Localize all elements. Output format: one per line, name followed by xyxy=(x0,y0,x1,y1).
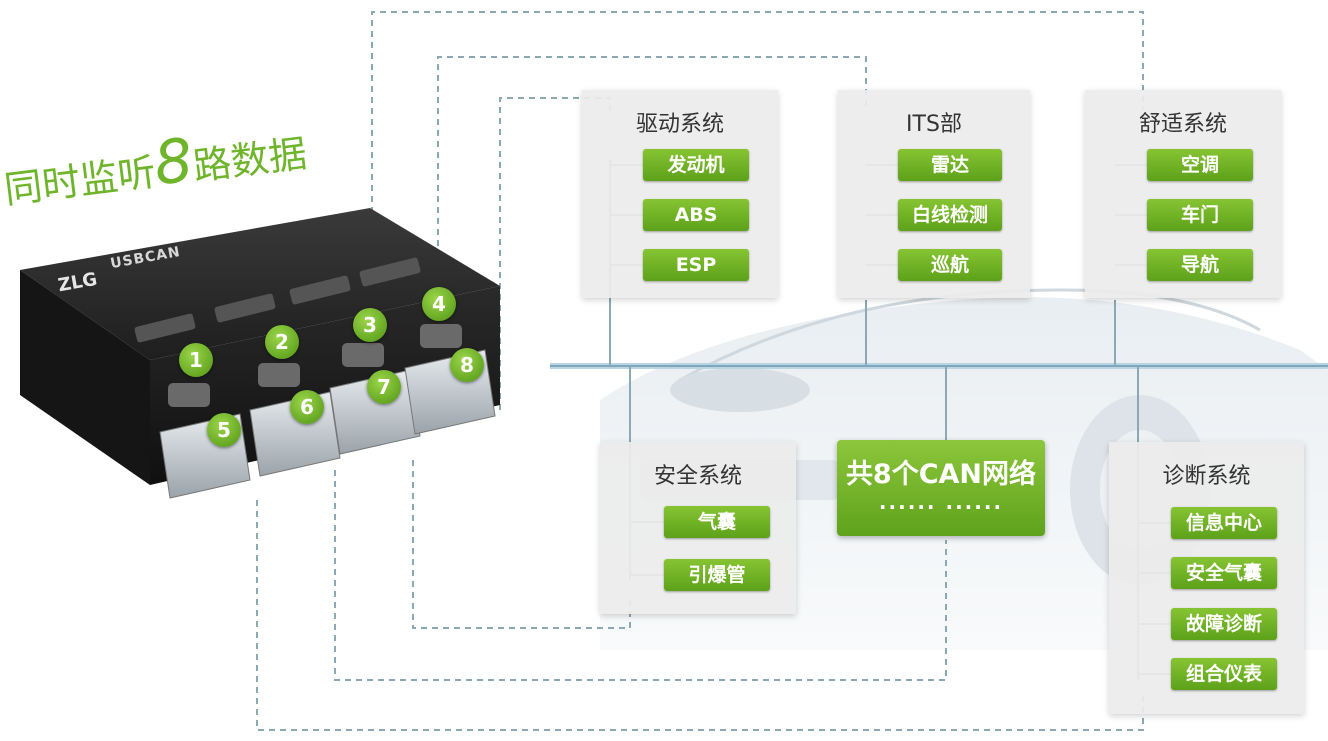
port-badge-8: 8 xyxy=(450,348,484,382)
drive-item-abs: ABS xyxy=(643,199,749,231)
headline-number: 8 xyxy=(150,125,197,200)
can-network-box: 共8个CAN网络 ······ ······ xyxy=(837,440,1045,536)
port-badge-5: 5 xyxy=(207,413,241,447)
panel-drive-title: 驱动系统 xyxy=(635,112,724,137)
safety-item-detonator: 引爆管 xyxy=(664,559,770,591)
drive-item-engine: 发动机 xyxy=(643,149,749,181)
its-item-radar: 雷达 xyxy=(898,149,1002,181)
comfort-item-ac: 空调 xyxy=(1147,149,1253,181)
diagnosis-item-info-center: 信息中心 xyxy=(1171,507,1277,539)
can-network-dots: ······ ······ xyxy=(878,495,1004,519)
panel-comfort-title: 舒适系统 xyxy=(1138,112,1227,137)
panel-its-title: ITS部 xyxy=(906,112,962,137)
panel-diagnosis-title: 诊断系统 xyxy=(1162,464,1251,489)
port-badge-4: 4 xyxy=(422,287,456,321)
panel-safety-title: 安全系统 xyxy=(653,464,742,489)
port-badge-2: 2 xyxy=(265,325,299,359)
port-badge-6: 6 xyxy=(290,390,324,424)
port-badge-7: 7 xyxy=(367,370,401,404)
port-badge-1: 1 xyxy=(179,343,213,377)
comfort-item-navigation: 导航 xyxy=(1147,249,1253,281)
drive-item-esp: ESP xyxy=(643,249,749,281)
safety-item-airbag: 气囊 xyxy=(664,506,770,538)
can-network-title: 共8个CAN网络 xyxy=(845,459,1037,490)
diagnosis-item-fault-diagnosis: 故障诊断 xyxy=(1171,608,1277,640)
its-item-cruise: 巡航 xyxy=(898,249,1002,281)
headline-suffix: 路数据 xyxy=(190,131,310,189)
comfort-item-door: 车门 xyxy=(1147,199,1253,231)
its-item-lane-detection: 白线检测 xyxy=(898,199,1002,231)
diagnosis-item-airbag: 安全气囊 xyxy=(1171,557,1277,589)
diagnosis-item-instrument-cluster: 组合仪表 xyxy=(1171,658,1277,690)
port-badge-3: 3 xyxy=(353,308,387,342)
